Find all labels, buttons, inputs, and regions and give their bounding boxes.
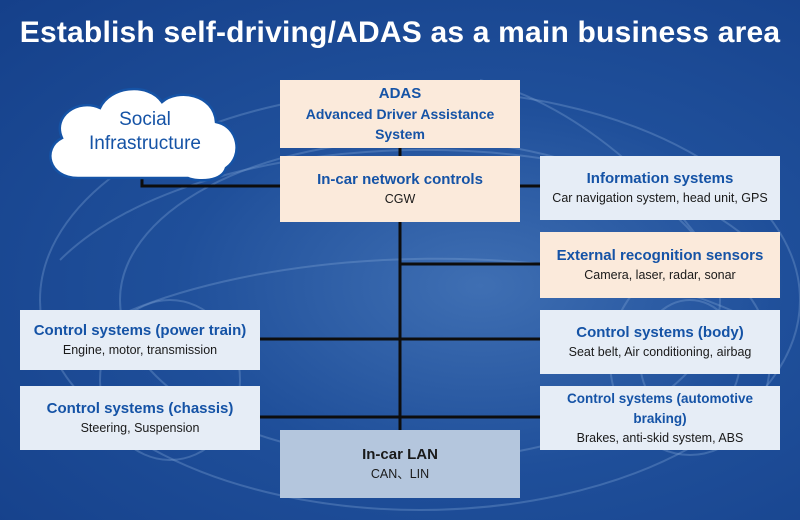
- in-car-lan-box: In-car LAN CAN、LIN: [280, 430, 520, 498]
- in-car-lan-heading: In-car LAN: [362, 445, 438, 463]
- network-controls-sub: CGW: [384, 191, 416, 206]
- braking-box: Control systems (automotive braking) Bra…: [540, 386, 780, 450]
- body-control-box: Control systems (body) Seat belt, Air co…: [540, 310, 780, 374]
- cloud-shape: [49, 87, 238, 182]
- cloud-line-1: Social: [119, 109, 171, 130]
- adas-subtitle: Advanced Driver Assistance System: [305, 106, 495, 142]
- social-infrastructure-label: Social Infrastructure: [60, 108, 230, 156]
- chassis-box: Control systems (chassis) Steering, Susp…: [20, 386, 260, 450]
- external-sensors-box: External recognition sensors Camera, las…: [540, 232, 780, 298]
- adas-box: ADAS Advanced Driver Assistance System: [280, 80, 520, 148]
- body-control-heading: Control systems (body): [576, 323, 744, 341]
- braking-sub: Brakes, anti-skid system, ABS: [576, 430, 744, 445]
- external-sensors-sub: Camera, laser, radar, sonar: [584, 267, 736, 282]
- power-train-sub: Engine, motor, transmission: [62, 342, 218, 357]
- chassis-sub: Steering, Suspension: [80, 420, 200, 435]
- page-title: Establish self-driving/ADAS as a main bu…: [19, 16, 781, 49]
- information-systems-sub: Car navigation system, head unit, GPS: [552, 190, 768, 205]
- chassis-heading: Control systems (chassis): [46, 399, 234, 417]
- information-systems-box: Information systems Car navigation syste…: [540, 156, 780, 220]
- adas-heading: ADAS: [378, 85, 422, 102]
- body-control-sub: Seat belt, Air conditioning, airbag: [568, 344, 752, 359]
- network-controls-heading: In-car network controls: [317, 170, 483, 188]
- braking-heading: Control systems (automotive braking): [566, 390, 754, 426]
- cloud-line-2: Infrastructure: [89, 133, 201, 154]
- power-train-box: Control systems (power train) Engine, mo…: [20, 310, 260, 370]
- power-train-heading: Control systems (power train): [33, 321, 247, 339]
- network-controls-box: In-car network controls CGW: [280, 156, 520, 222]
- external-sensors-heading: External recognition sensors: [556, 246, 764, 264]
- in-car-lan-sub: CAN、LIN: [370, 466, 430, 481]
- information-systems-heading: Information systems: [586, 169, 734, 187]
